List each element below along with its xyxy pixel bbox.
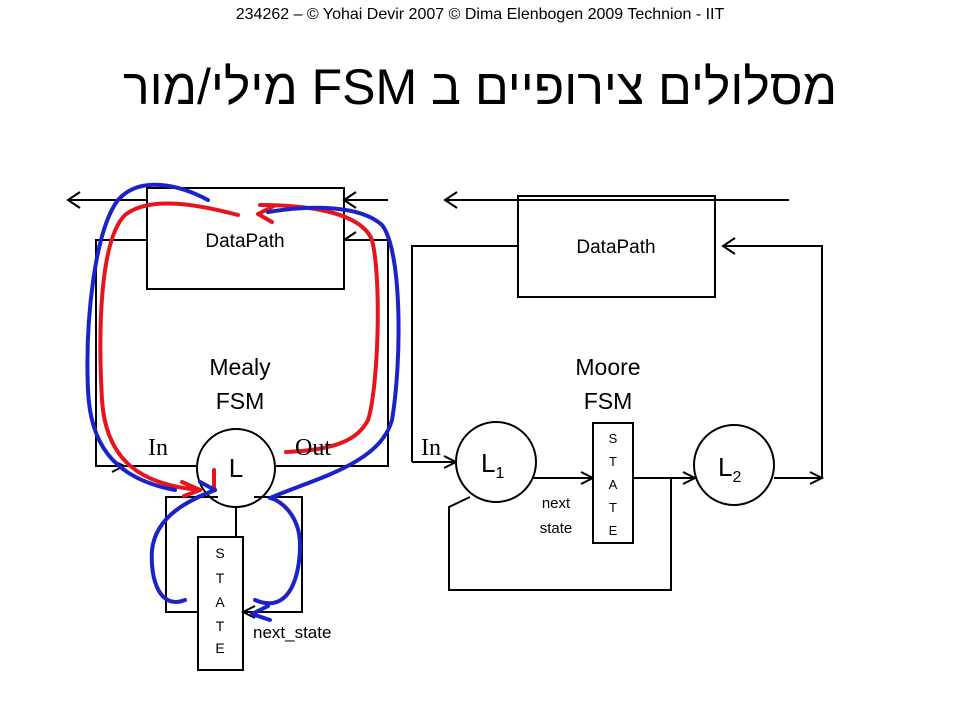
mealy-fsm-label-1: Mealy [209,354,271,380]
moore-datapath-box [517,195,716,298]
mealy-datapath-box [146,187,345,290]
mealy-state-letter: T [216,618,225,634]
moore-datapath-label: DataPath [576,237,655,258]
mealy-fsm-label-2: FSM [216,388,265,414]
moore-fsm-frame-right [723,245,823,478]
moore-state-box [592,422,634,544]
moore-state-letter: A [609,477,618,492]
mealy-state-letter: S [215,545,224,561]
mealy-state-box [197,536,244,671]
mealy-logic-label: L [229,453,243,483]
mealy-state-letter: E [215,640,224,656]
moore-l2-circle [693,424,775,506]
mealy-blue-path [85,182,401,606]
moore-state-letter: T [609,454,617,469]
moore-l2-label: L2 [718,452,741,486]
moore-next-state-label-2: state [540,520,573,537]
mealy-datapath-label: DataPath [205,231,284,252]
mealy-fsm-frame-right [274,239,389,467]
mealy-next-state-label: next_state [253,623,331,642]
moore-fsm-label-1: Moore [575,354,640,380]
mealy-state-letter: A [215,594,225,610]
moore-in-label: In [421,435,441,461]
moore-l1-circle [455,421,537,503]
mealy-state-loop [165,496,218,613]
moore-state-letter: T [609,500,617,515]
mealy-fsm-frame-left [95,239,147,467]
slide-header: 234262 – © Yohai Devir 2007 © Dima Elenb… [235,6,725,23]
moore-fsm-label-2: FSM [584,388,633,414]
slide-title: מסלולים צירופיים ב FSM מילי/מור [122,59,838,115]
mealy-in-label: In [148,435,168,461]
mealy-red-path [98,201,380,492]
moore-state-letter: S [609,431,618,446]
moore-feedback-loop [448,478,672,591]
moore-l1-label: L1 [481,448,504,482]
mealy-state-letter: T [216,570,225,586]
mealy-out-label: Out [295,435,331,461]
moore-fsm-frame-left [411,245,518,462]
moore-state-letter: E [609,523,618,538]
moore-next-state-label-1: next [542,495,571,512]
